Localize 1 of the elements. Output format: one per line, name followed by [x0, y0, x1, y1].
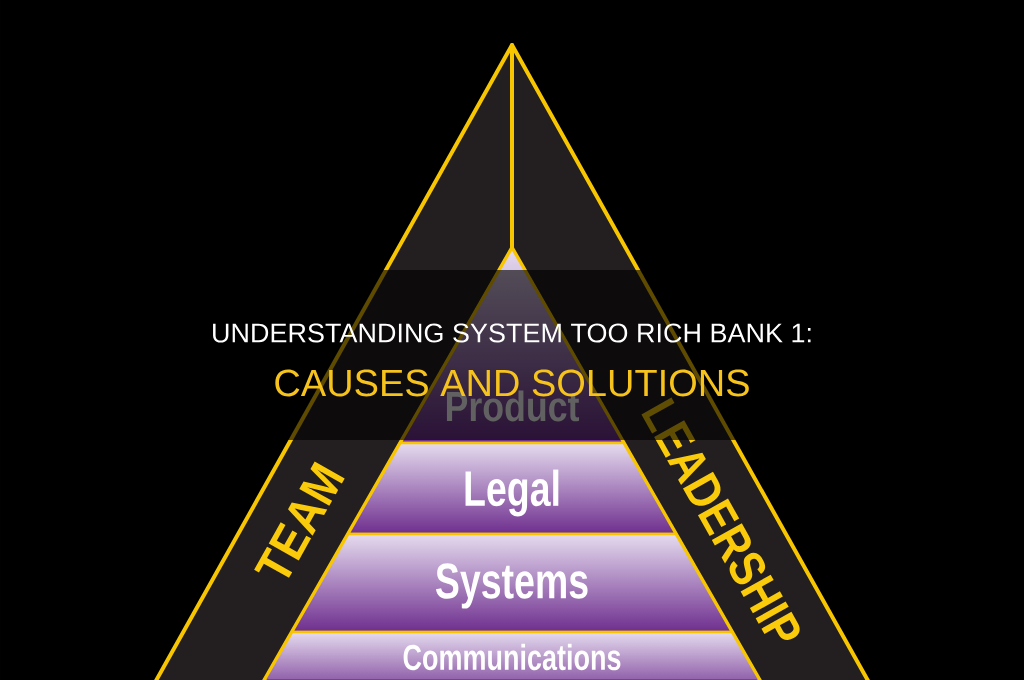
title: UNDERSTANDING SYSTEM TOO RICH BANK 1: — [213, 323, 811, 343]
